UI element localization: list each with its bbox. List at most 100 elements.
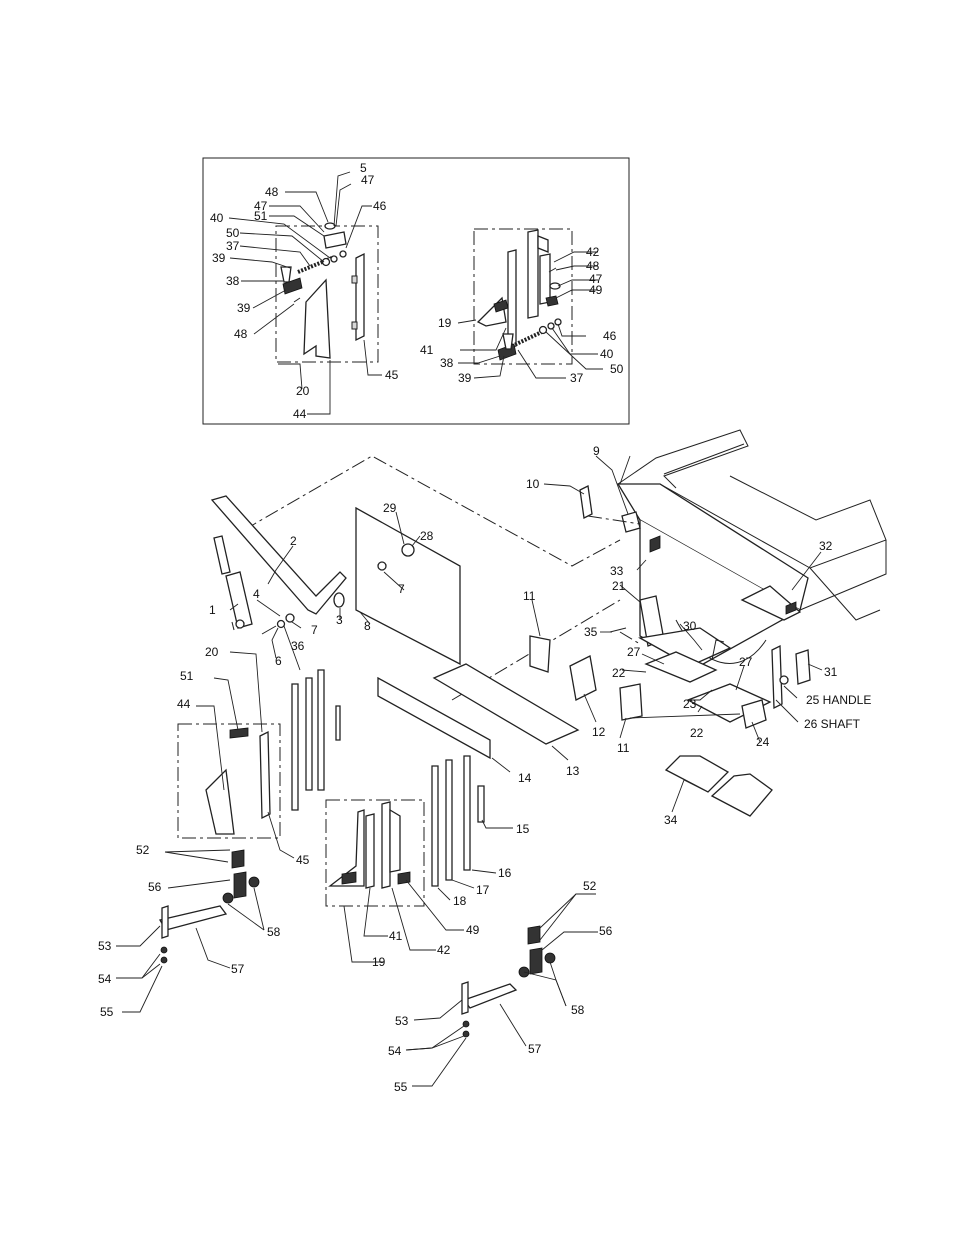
callout-48c: 48 — [586, 259, 600, 273]
strip-left-1 — [292, 684, 298, 810]
callout-14: 14 — [518, 771, 532, 785]
callout-19b: 19 — [372, 955, 386, 969]
callout-49: 49 — [589, 283, 603, 297]
callout-18: 18 — [453, 894, 467, 908]
part-58b-nut-a — [545, 953, 555, 963]
callout-39: 39 — [212, 251, 226, 265]
callout-21: 21 — [612, 579, 626, 593]
inset-rod-41 — [508, 250, 516, 348]
callout-2: 2 — [290, 534, 297, 548]
machine-rail — [618, 430, 748, 488]
callout-50b: 50 — [610, 362, 624, 376]
inset-washer-40b — [548, 323, 554, 329]
part-11b-plate — [620, 684, 642, 720]
callout-54: 54 — [98, 972, 112, 986]
part-6-pin — [262, 626, 276, 634]
callout-32: 32 — [819, 539, 833, 553]
inset-screw-48 — [294, 298, 300, 302]
machine-hopper-back — [810, 568, 880, 620]
part-58-nut-b — [223, 893, 233, 903]
door-19-dash-box — [326, 800, 424, 906]
callout-28: 28 — [420, 529, 434, 543]
callout-39b: 39 — [237, 301, 251, 315]
callout-10: 10 — [526, 477, 540, 491]
callout-15: 15 — [516, 822, 530, 836]
inset-hinge-knuckle-2 — [352, 322, 357, 329]
callout-11: 11 — [523, 589, 536, 603]
part-52b-latch — [528, 926, 540, 944]
callout-47: 47 — [361, 173, 375, 187]
callout-58b: 58 — [571, 1003, 585, 1017]
callout-57b: 57 — [528, 1042, 542, 1056]
callout-30: 30 — [683, 619, 697, 633]
callout-41: 41 — [420, 343, 434, 357]
callout-45b: 45 — [296, 853, 310, 867]
ref-line-4 — [620, 632, 640, 644]
machine-rail-2 — [664, 444, 744, 474]
part-51-block — [230, 728, 248, 738]
callout-23: 23 — [683, 697, 697, 711]
part-57-rod — [160, 906, 226, 930]
callout-51: 51 — [254, 209, 268, 223]
callout-45: 45 — [385, 368, 399, 382]
callout-6: 6 — [275, 654, 282, 668]
callout-44b: 44 — [177, 697, 191, 711]
inset-block-41 — [494, 300, 508, 312]
part-41-rod — [366, 814, 374, 888]
callout-53: 53 — [98, 939, 112, 953]
part-53b-bracket — [462, 982, 468, 1014]
callout-49b: 49 — [466, 923, 480, 937]
part-54-washer — [161, 947, 167, 953]
callout-33: 33 — [610, 564, 624, 578]
callout-53b: 53 — [395, 1014, 409, 1028]
callout-51b: 51 — [180, 669, 194, 683]
callout-29: 29 — [383, 501, 397, 515]
callout-40: 40 — [210, 211, 224, 225]
callout-56b: 56 — [599, 924, 613, 938]
part-42-hinge — [382, 802, 390, 888]
inset-door-panel-44 — [304, 280, 330, 358]
part-57b-rod — [464, 984, 516, 1008]
callout-52b: 52 — [583, 879, 597, 893]
callout-46: 46 — [373, 199, 387, 213]
part-31-bracket — [796, 650, 810, 684]
callout-55b: 55 — [394, 1080, 408, 1094]
part-12-plate — [570, 656, 596, 700]
callout-38: 38 — [226, 274, 240, 288]
callout-7: 7 — [311, 623, 318, 637]
inset-hinge-top-42 — [538, 236, 548, 252]
strip-left-2 — [306, 678, 312, 790]
callout-20: 20 — [296, 384, 310, 398]
callout-12: 12 — [592, 725, 606, 739]
door-19-block — [342, 872, 356, 884]
callout-27: 27 — [627, 645, 641, 659]
callout-27b: 27 — [739, 655, 753, 669]
callout-44: 44 — [293, 407, 307, 421]
part-7-washer — [286, 614, 294, 622]
callout-19: 19 — [438, 316, 452, 330]
callout-48b: 48 — [234, 327, 248, 341]
part-35-pin — [610, 628, 626, 632]
machine-hopper-side — [800, 540, 886, 610]
part-44-door — [206, 770, 234, 834]
inset-hinge-knuckle-1 — [352, 276, 357, 283]
part-45-hinge — [260, 732, 270, 818]
callout-50: 50 — [226, 226, 240, 240]
callout-56: 56 — [148, 880, 162, 894]
callout-22: 22 — [612, 666, 626, 680]
callout-13: 13 — [566, 764, 580, 778]
inset-pin-38b — [503, 334, 513, 349]
inset-hinge-bar-42 — [528, 230, 538, 318]
callout-52: 52 — [136, 843, 150, 857]
callout-36: 36 — [291, 639, 305, 653]
strip-left-3 — [318, 670, 324, 790]
callout-3: 3 — [336, 613, 343, 627]
callout-42: 42 — [586, 245, 600, 259]
inset-nut-46 — [340, 251, 346, 257]
callout-1: 1 — [209, 603, 216, 617]
part-3-bushing — [334, 593, 344, 607]
callout-20b: 20 — [205, 645, 219, 659]
callout-58: 58 — [267, 925, 281, 939]
part-1-cylinder-head — [214, 536, 230, 574]
